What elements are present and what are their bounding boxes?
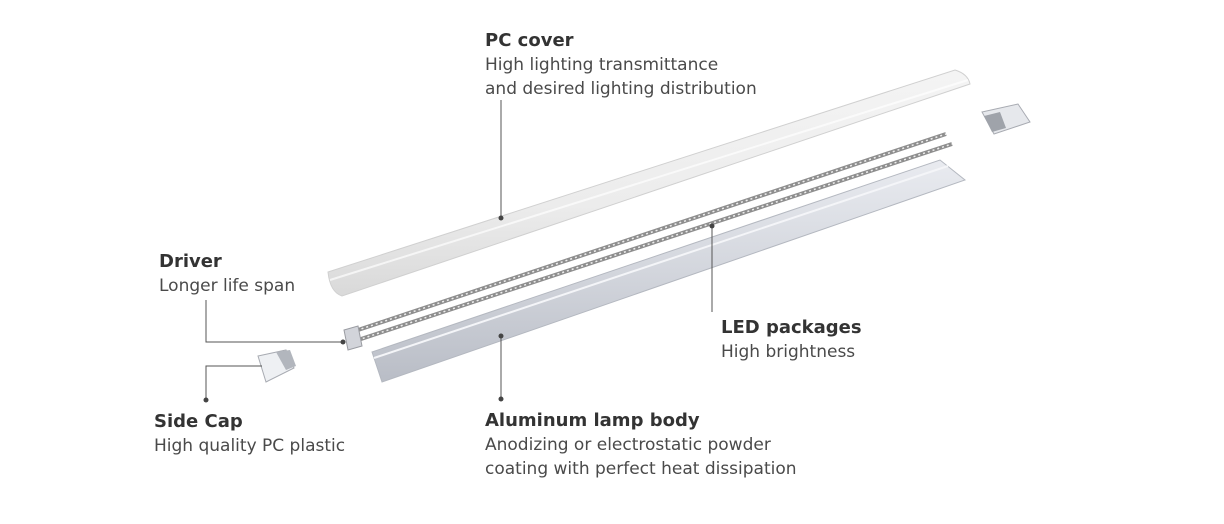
pc-cover-desc-line-1: High lighting transmittance — [485, 55, 719, 75]
lamp-body-desc-line-2: coating with perfect heat dissipation — [485, 459, 797, 479]
lamp-body-title: Aluminum lamp body — [485, 410, 700, 431]
pc-cover-title: PC cover — [485, 30, 574, 51]
driver-part — [343, 325, 363, 351]
pc-cover-leader-dot — [498, 215, 504, 221]
driver-leader-dot — [340, 339, 346, 345]
lamp-body-part — [371, 159, 967, 383]
pc-cover-part — [327, 69, 971, 297]
led-strips-part — [351, 132, 953, 342]
side-cap-right-part — [981, 103, 1031, 135]
pc-cover-desc-line-2: and desired lighting distribution — [485, 79, 757, 99]
side-cap-title: Side Cap — [154, 411, 243, 432]
driver-title: Driver — [159, 251, 222, 272]
side-cap-left-part — [257, 349, 296, 383]
driver-leader-line — [205, 300, 343, 343]
side-cap-desc: High quality PC plastic — [154, 436, 346, 456]
lamp-body-callout: Aluminum lamp body Anodizing or electros… — [485, 409, 797, 481]
led-packages-title: LED packages — [721, 317, 862, 338]
driver-desc: Longer life span — [159, 276, 296, 296]
pc-cover-callout: PC cover High lighting transmittance and… — [485, 29, 757, 101]
led-packages-leader-dot — [709, 223, 715, 229]
side-cap-leader-line — [205, 365, 262, 400]
lamp-body-leader-dot-bottom — [498, 396, 504, 402]
driver-callout: Driver Longer life span — [159, 250, 295, 298]
lamp-body-leader-dot-top — [498, 333, 504, 339]
side-cap-leader-dot — [203, 397, 209, 403]
led-packages-callout: LED packages High brightness — [721, 316, 862, 364]
led-packages-desc: High brightness — [721, 342, 856, 362]
side-cap-callout: Side Cap High quality PC plastic — [154, 410, 345, 458]
lamp-body-desc-line-1: Anodizing or electrostatic powder — [485, 435, 771, 455]
